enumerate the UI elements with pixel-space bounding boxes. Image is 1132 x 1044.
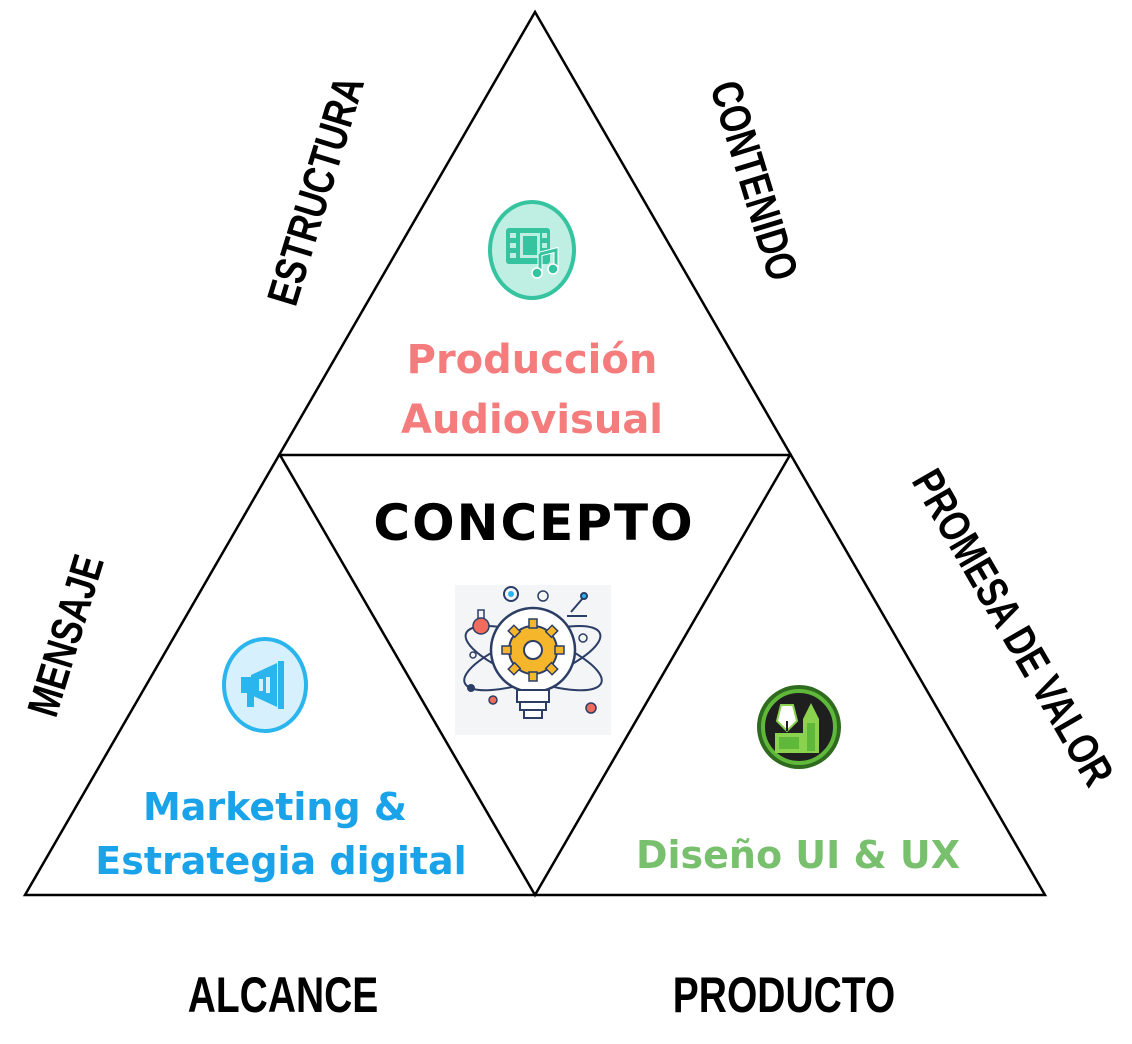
produccion-line1: Producción [407,337,658,383]
megaphone-icon [222,637,308,733]
design-tools-icon [757,685,841,769]
film-music-icon [488,200,576,300]
label-producto: PRODUCTO [673,966,895,1023]
marketing-line2: Estrategia digital [95,839,466,883]
label-estructura: ESTRUCTURA [258,71,374,311]
inner-triangle [277,453,793,898]
lightbulb-gear-icon [455,585,611,735]
outer-triangle [22,9,1048,897]
produccion-line2: Audiovisual [401,397,663,443]
diseno-text: Diseño UI & UX [636,833,960,877]
marketing-line1: Marketing & [143,785,407,829]
triangle-outlines [22,9,1048,898]
label-mensaje: MENSAJE [18,549,113,722]
label-alcance: ALCANCE [188,966,379,1023]
label-contenido: CONTENIDO [700,75,807,286]
label-promesa-de-valor: PROMESA DE VALOR [902,461,1123,794]
center-title: CONCEPTO [373,494,694,552]
